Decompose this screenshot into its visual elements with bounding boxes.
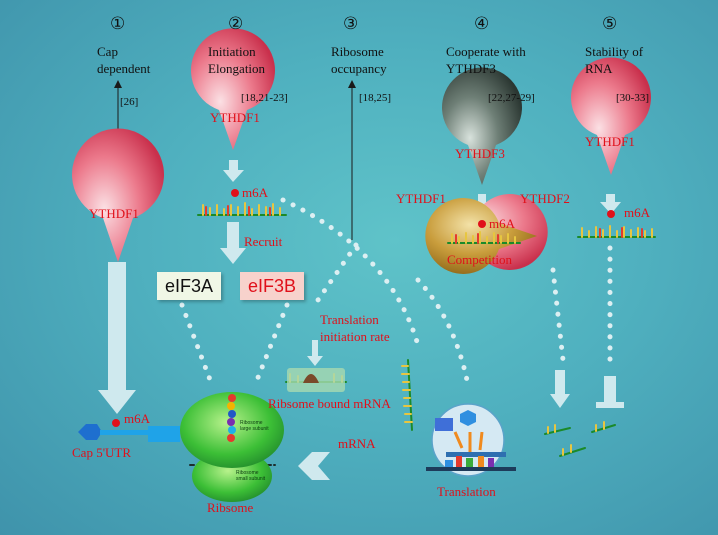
eif3b-box: eIF3B	[240, 272, 304, 300]
dotted-paths	[179, 197, 613, 388]
column-title-3b: occupancy	[331, 61, 387, 76]
column-title-2b: Elongation	[208, 61, 266, 76]
ythdf3-protein	[442, 67, 522, 185]
column-number-2: ②	[228, 14, 244, 33]
ythdf1-protein-col5	[571, 57, 651, 175]
column-number-5: ⑤	[602, 14, 618, 33]
m6a-dots	[112, 189, 615, 427]
reference-col1: [26]	[120, 96, 139, 108]
ribosome-bound-mrna-label: Ribsome bound mRNA	[268, 396, 391, 411]
ythdf3-label: YTHDF3	[455, 146, 505, 161]
m6a-label-cap: m6A	[124, 411, 150, 426]
m6a-label-col5: m6A	[624, 205, 650, 220]
ythdf1-label-col4: YTHDF1	[396, 191, 446, 206]
ribosome-large-subunit-label: Ribosome large subunit	[240, 420, 269, 432]
column-title-5a: Stability of	[585, 44, 644, 59]
m6a-label-col4: m6A	[489, 216, 515, 231]
m6a-label-col2: m6A	[242, 185, 268, 200]
ribosome-bound-mrna-box	[287, 368, 345, 392]
eif3a-box: eIF3A	[157, 272, 221, 300]
ythdf2-label: YTHDF2	[520, 191, 570, 206]
competition-label: Competition	[447, 252, 512, 267]
column-title-2a: Initiation	[208, 44, 256, 59]
reference-col3: [18,25]	[359, 92, 392, 104]
column-number-1: ①	[110, 14, 126, 33]
ythdf1-protein-col1	[72, 128, 164, 262]
translation-rate-label-1: Translation	[320, 312, 379, 327]
column-title-4b: YTHDF3	[446, 61, 496, 76]
ythdf1-label-col5: YTHDF1	[585, 134, 635, 149]
reference-col5: [30-33]	[616, 92, 649, 104]
column-title-4a: Cooperate with	[446, 44, 526, 59]
ribosome-label: Ribsome	[207, 500, 254, 515]
reference-col4: [22,27-29]	[488, 92, 535, 104]
ythdf1-label-col2: YTHDF1	[210, 110, 260, 125]
column-title-1b: dependent	[97, 61, 151, 76]
translation-rate-label-2: initiation rate	[320, 329, 390, 344]
mrna-label: mRNA	[338, 436, 376, 451]
column-number-3: ③	[343, 14, 359, 33]
light-arrows	[98, 160, 624, 480]
peptide-chain	[227, 394, 236, 442]
ribosome-small-subunit-label: Ribosome small subunit	[236, 470, 266, 482]
ythdf1-protein-col2	[191, 28, 275, 150]
column-title-1a: Cap	[97, 44, 118, 59]
protein-shapes	[72, 28, 651, 274]
translation-apparatus	[426, 403, 516, 477]
reference-col2: [18,21-23]	[241, 92, 288, 104]
column-title-3a: Ribosome	[331, 44, 384, 59]
ribosome-icon	[180, 392, 284, 502]
column-title-5b: RNA	[585, 61, 613, 76]
column-number-4: ④	[474, 14, 490, 33]
cap-utr-structure	[78, 424, 180, 442]
ythdf2-protein	[425, 198, 537, 274]
translation-label: Translation	[437, 484, 496, 499]
recruit-label: Recruit	[244, 234, 283, 249]
ythdf1-label-col1: YTHDF1	[89, 206, 139, 221]
cap-utr-label: Cap 5'UTR	[72, 445, 132, 460]
